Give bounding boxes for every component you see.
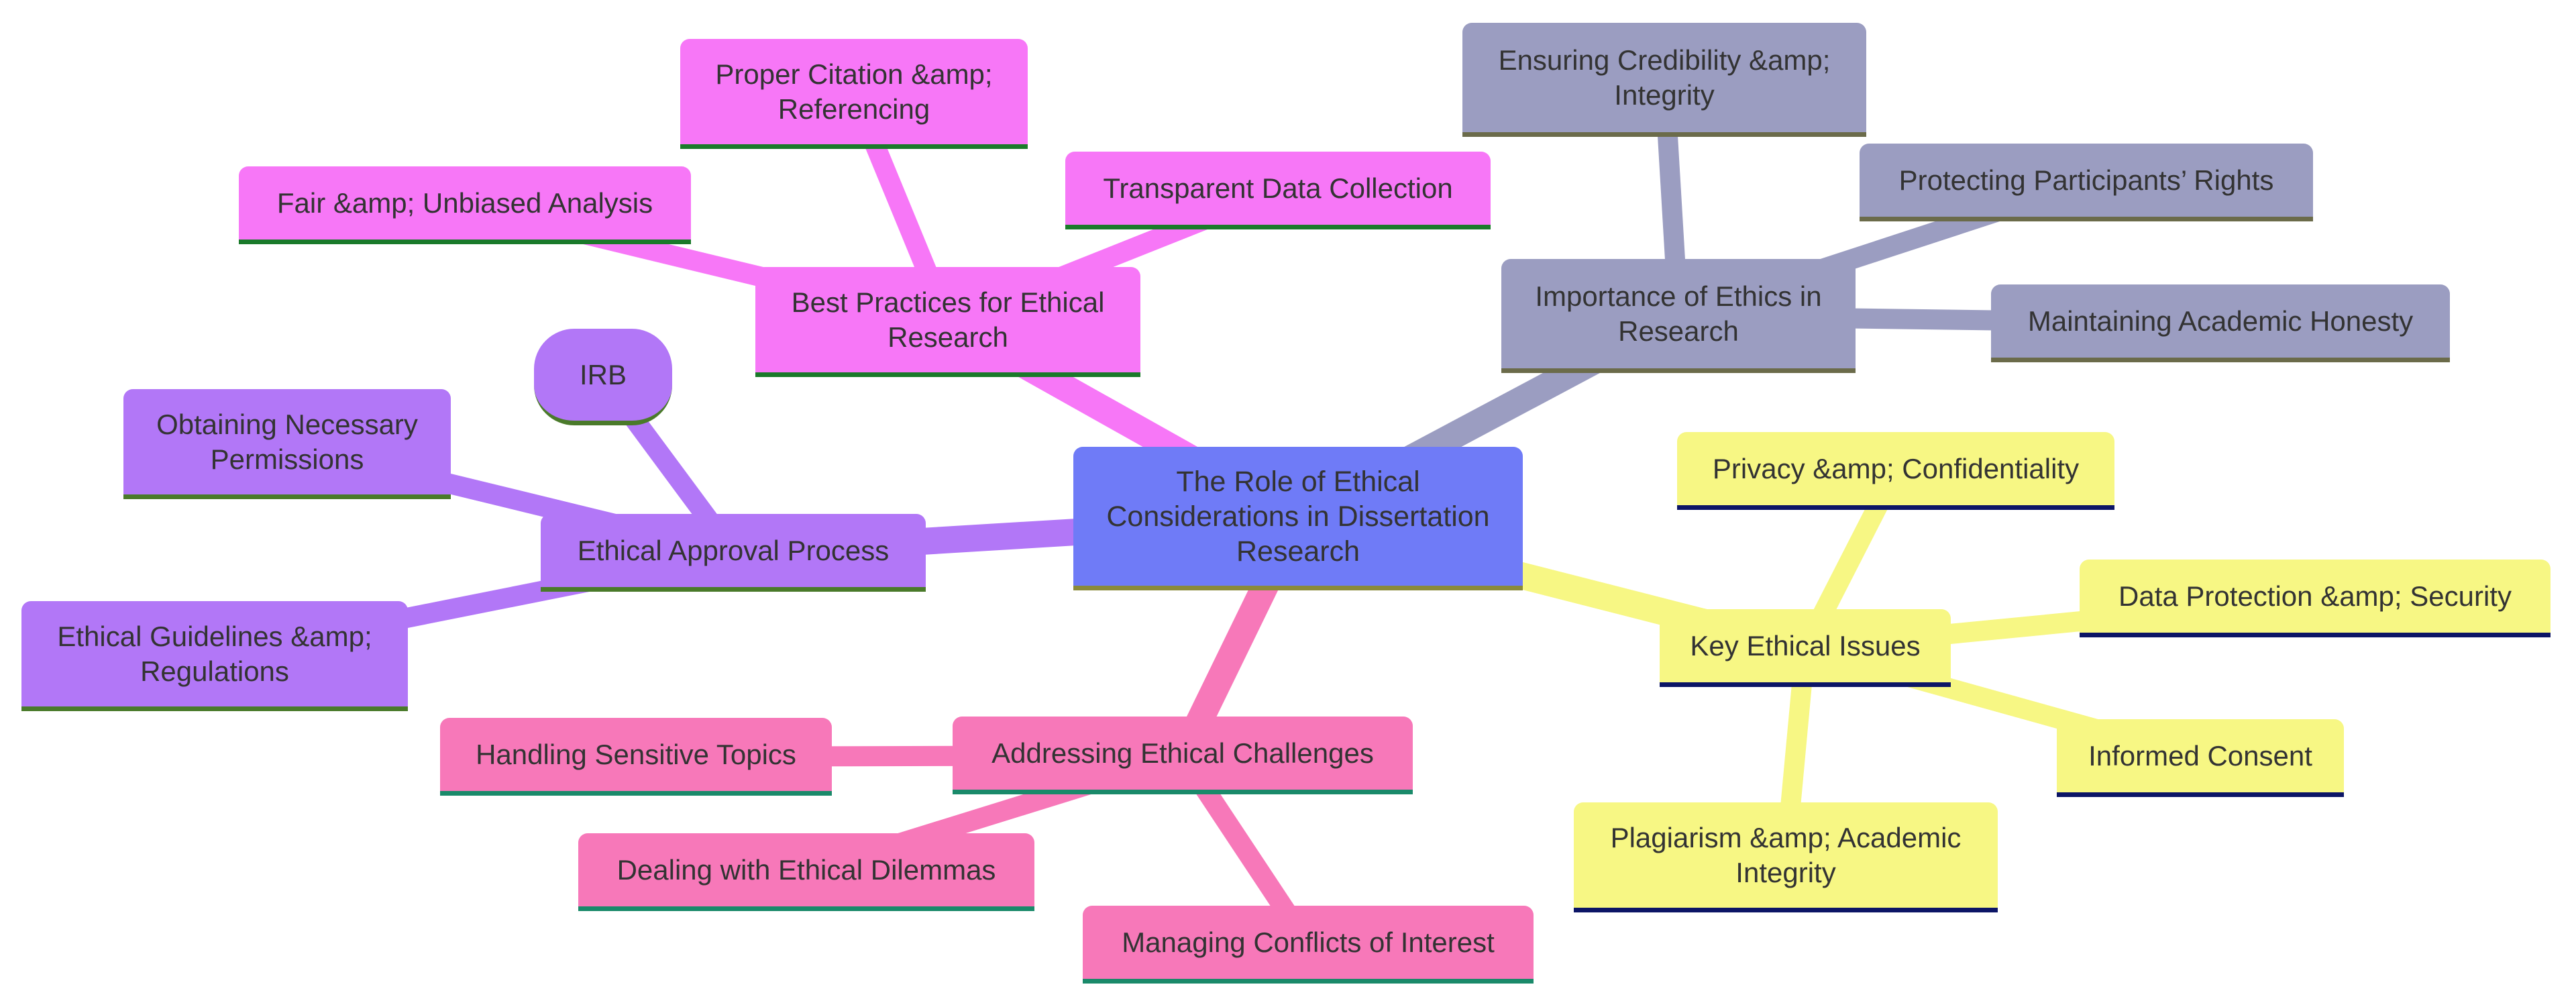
leaf-data-protection-security-label: Data Protection &amp; Security — [2118, 580, 2512, 612]
leaf-transparent-data-collection-label: Transparent Data Collection — [1103, 172, 1453, 204]
leaf-proper-citation-referencing[interactable]: Proper Citation &amp; Referencing — [680, 39, 1028, 149]
root-node[interactable]: The Role of Ethical Considerations in Di… — [1073, 447, 1523, 590]
leaf-privacy-confidentiality-label: Privacy &amp; Confidentiality — [1712, 452, 2080, 484]
branch-key-ethical-issues-label: Key Ethical Issues — [1690, 629, 1921, 662]
leaf-fair-unbiased-analysis[interactable]: Fair &amp; Unbiased Analysis — [239, 166, 691, 244]
branch-addressing-ethical-challenges-label: Addressing Ethical Challenges — [991, 737, 1374, 769]
leaf-protecting-participants-rights[interactable]: Protecting Participants’ Rights — [1860, 144, 2313, 221]
leaf-proper-citation-referencing-label: Proper Citation &amp; Referencing — [715, 58, 993, 125]
leaf-fair-unbiased-analysis-label: Fair &amp; Unbiased Analysis — [276, 187, 653, 219]
root-node-label: The Role of Ethical Considerations in Di… — [1106, 465, 1490, 568]
leaf-maintaining-academic-honesty[interactable]: Maintaining Academic Honesty — [1991, 284, 2450, 362]
branch-ethical-approval-process[interactable]: Ethical Approval Process — [541, 514, 926, 592]
leaf-ethical-guidelines-regulations[interactable]: Ethical Guidelines &amp; Regulations — [21, 601, 408, 711]
leaf-handling-sensitive-topics-label: Handling Sensitive Topics — [476, 738, 796, 770]
leaf-plagiarism-academic-integrity-label: Plagiarism &amp; Academic Integrity — [1610, 821, 1962, 888]
leaf-privacy-confidentiality[interactable]: Privacy &amp; Confidentiality — [1677, 432, 2114, 510]
branch-importance-of-ethics-label: Importance of Ethics in Research — [1535, 280, 1822, 347]
leaf-plagiarism-academic-integrity[interactable]: Plagiarism &amp; Academic Integrity — [1574, 802, 1998, 912]
leaf-protecting-participants-rights-label: Protecting Participants’ Rights — [1898, 164, 2274, 196]
leaf-dealing-with-ethical-dilemmas-label: Dealing with Ethical Dilemmas — [616, 853, 996, 886]
leaf-dealing-with-ethical-dilemmas[interactable]: Dealing with Ethical Dilemmas — [578, 833, 1034, 911]
leaf-managing-conflicts-of-interest[interactable]: Managing Conflicts of Interest — [1083, 906, 1534, 984]
leaf-obtaining-necessary-permissions[interactable]: Obtaining Necessary Permissions — [123, 389, 451, 499]
leaf-ensuring-credibility-label: Ensuring Credibility &amp; Integrity — [1498, 44, 1831, 111]
leaf-ensuring-credibility[interactable]: Ensuring Credibility &amp; Integrity — [1462, 23, 1866, 137]
branch-key-ethical-issues[interactable]: Key Ethical Issues — [1660, 609, 1951, 687]
branch-ethical-approval-process-label: Ethical Approval Process — [577, 534, 890, 566]
leaf-informed-consent-label: Informed Consent — [2088, 739, 2312, 772]
leaf-ethical-guidelines-regulations-label: Ethical Guidelines &amp; Regulations — [57, 620, 372, 687]
leaf-informed-consent[interactable]: Informed Consent — [2057, 719, 2344, 797]
branch-best-practices-label: Best Practices for Ethical Research — [791, 286, 1105, 353]
leaf-irb-label: IRB — [579, 358, 627, 390]
branch-addressing-ethical-challenges[interactable]: Addressing Ethical Challenges — [953, 717, 1413, 794]
leaf-handling-sensitive-topics[interactable]: Handling Sensitive Topics — [440, 718, 832, 796]
leaf-transparent-data-collection[interactable]: Transparent Data Collection — [1065, 152, 1491, 229]
branch-importance-of-ethics[interactable]: Importance of Ethics in Research — [1501, 259, 1856, 373]
branch-best-practices[interactable]: Best Practices for Ethical Research — [755, 267, 1140, 377]
leaf-maintaining-academic-honesty-label: Maintaining Academic Honesty — [2027, 305, 2414, 337]
leaf-data-protection-security[interactable]: Data Protection &amp; Security — [2080, 560, 2551, 637]
leaf-managing-conflicts-of-interest-label: Managing Conflicts of Interest — [1122, 926, 1495, 958]
leaf-obtaining-necessary-permissions-label: Obtaining Necessary Permissions — [156, 408, 418, 475]
leaf-irb[interactable]: IRB — [534, 329, 672, 425]
